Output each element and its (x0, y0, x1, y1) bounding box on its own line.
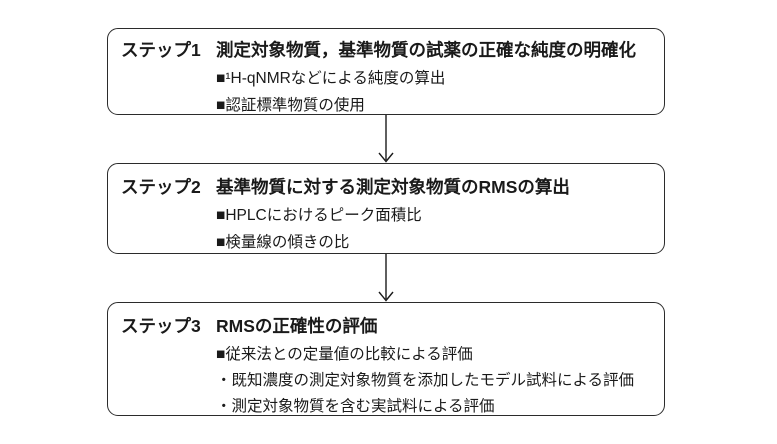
arrow-down-icon (376, 115, 396, 163)
arrow-down-icon (376, 254, 396, 302)
step-3-item: ・測定対象物質を含む実試料による評価 (216, 398, 495, 415)
step-2-title: 基準物質に対する測定対象物質のRMSの算出 (216, 177, 570, 197)
step-3-items: ■従来法との定量値の比較による評価 ・既知濃度の測定対象物質を添加したモデル試料… (216, 342, 654, 420)
step-3-heading: ステップ3 RMSの正確性の評価 (121, 313, 654, 338)
step-3-label: ステップ3 (121, 316, 201, 336)
step-2-item: ■検量線の傾きの比 (216, 233, 350, 251)
step-2-heading: ステップ2 基準物質に対する測定対象物質のRMSの算出 (121, 174, 654, 199)
step-3-title: RMSの正確性の評価 (216, 316, 378, 336)
step-2-label: ステップ2 (121, 177, 201, 197)
step-1-items: ■¹H-qNMRなどによる純度の算出 ■認証標準物質の使用 (216, 66, 654, 119)
step-1-item: ■¹H-qNMRなどによる純度の算出 (216, 70, 446, 87)
step-1-item: ■認証標準物質の使用 (216, 96, 365, 114)
step-3-item: ■従来法との定量値の比較による評価 (216, 346, 473, 363)
step-1-title: 測定対象物質，基準物質の試薬の正確な純度の明確化 (216, 40, 636, 60)
step-3-box: ステップ3 RMSの正確性の評価 ■従来法との定量値の比較による評価 ・既知濃度… (107, 302, 665, 416)
step-1-label: ステップ1 (121, 40, 201, 60)
step-2-item: ■HPLCにおけるピーク面積比 (216, 207, 422, 224)
step-2-box: ステップ2 基準物質に対する測定対象物質のRMSの算出 ■HPLCにおけるピーク… (107, 163, 665, 254)
step-1-heading: ステップ1 測定対象物質，基準物質の試薬の正確な純度の明確化 (121, 37, 654, 62)
step-1-box: ステップ1 測定対象物質，基準物質の試薬の正確な純度の明確化 ■¹H-qNMRな… (107, 28, 665, 115)
step-3-item: ・既知濃度の測定対象物質を添加したモデル試料による評価 (216, 372, 635, 389)
step-2-items: ■HPLCにおけるピーク面積比 ■検量線の傾きの比 (216, 203, 654, 256)
